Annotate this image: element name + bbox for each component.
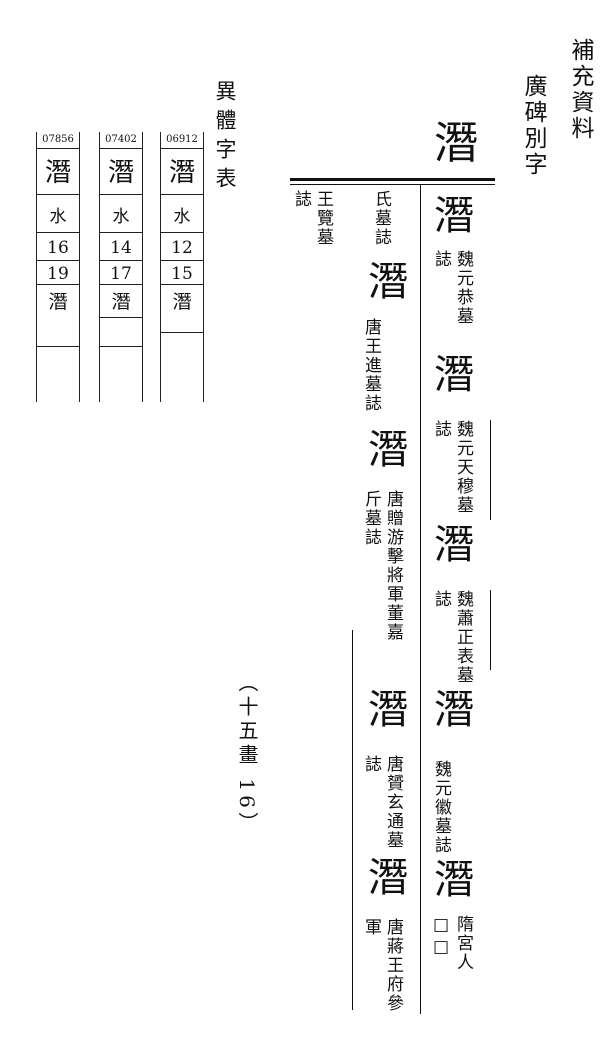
header-title: 補充資料 [567, 38, 593, 142]
variant-radical: 水 [112, 207, 130, 227]
side-marker-2 [490, 590, 491, 670]
entry-glyph: 潛 [434, 352, 474, 398]
entry-glyph: 潛 [368, 427, 408, 473]
variant-form: 潛 [48, 291, 68, 313]
variant-form: 潛 [111, 291, 131, 313]
entry-source: 魏蕭正表墓誌 [431, 590, 473, 685]
entry-source: 魏元徽墓誌 [431, 760, 451, 855]
entry-glyph: 潛 [368, 855, 408, 901]
head-character: 潛 [434, 118, 478, 169]
entry-source: 唐王進墓誌 [361, 318, 381, 413]
entry-source: 唐贇玄通墓誌 [361, 755, 403, 850]
entry-glyph: 潛 [368, 259, 408, 305]
entry-source: 王覽墓誌 [291, 190, 333, 247]
variant-n1: 14 [110, 238, 132, 258]
entry-source: 唐蔣王府參軍 [361, 918, 403, 1013]
entry-source: 氏墓誌 [371, 190, 391, 247]
variant-column: 07402 潛 水 14 17 潛 [99, 132, 143, 402]
entry-source: 隋宮人□□ [431, 915, 473, 972]
variant-n1: 16 [47, 238, 69, 258]
entry-source: 魏元恭墓誌 [431, 250, 473, 326]
entry-glyph: 潛 [434, 193, 474, 239]
header-subtitle: 廣碑別字 [520, 74, 546, 178]
entry-glyph: 潛 [368, 687, 408, 733]
entry-glyph: 潛 [434, 687, 474, 733]
entry-source: 魏元天穆墓誌 [431, 420, 473, 515]
variant-glyph: 潛 [107, 158, 134, 188]
variant-code: 07856 [42, 134, 74, 145]
variant-glyph: 潛 [168, 158, 195, 188]
variant-form: 潛 [172, 291, 192, 313]
variant-n1: 12 [171, 238, 193, 258]
side-marker-1 [490, 420, 491, 520]
stroke-count-note: （十五畫 16） [235, 672, 259, 836]
variant-n2: 15 [171, 264, 193, 284]
variant-code: 06912 [166, 134, 198, 145]
left-column-rule [352, 630, 353, 1010]
variant-radical: 水 [173, 207, 191, 227]
top-rule-thin [290, 184, 495, 185]
variant-table-title: 異體字表 [213, 80, 237, 196]
variant-radical: 水 [49, 207, 67, 227]
entry-source: 唐贈游擊將軍董嘉斤墓誌 [361, 490, 403, 642]
variant-column: 06912 潛 水 12 15 潛 [160, 132, 204, 402]
variant-n2: 19 [47, 264, 69, 284]
top-rule [290, 178, 495, 181]
entry-glyph: 潛 [434, 857, 474, 903]
entry-glyph: 潛 [434, 522, 474, 568]
column-divider [420, 184, 421, 1014]
variant-code: 07402 [105, 134, 137, 145]
variant-n2: 17 [110, 264, 132, 284]
variant-column: 07856 潛 水 16 19 潛 [36, 132, 80, 402]
variant-glyph: 潛 [44, 158, 71, 188]
